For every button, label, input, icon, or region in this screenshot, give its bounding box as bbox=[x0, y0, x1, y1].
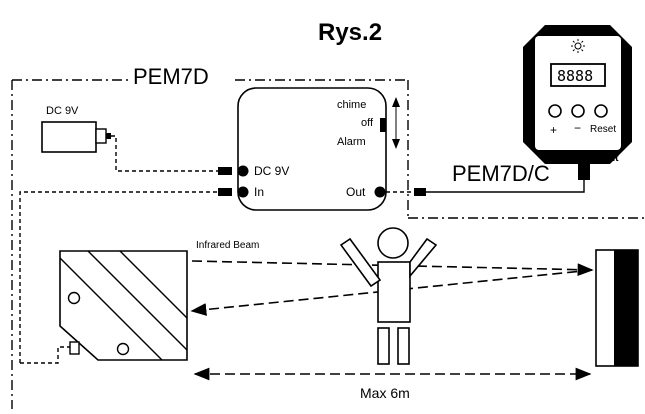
power-cable bbox=[111, 135, 218, 172]
distance-label: Max 6m bbox=[360, 385, 410, 401]
sensor-lens-icon bbox=[67, 291, 81, 305]
port-label-in: In bbox=[254, 185, 264, 199]
dc-plug-icon bbox=[218, 167, 232, 175]
port-label-out: Out bbox=[346, 185, 366, 199]
dc-jack-icon bbox=[237, 165, 249, 177]
person-figure bbox=[339, 227, 438, 365]
sensor-cable bbox=[20, 346, 70, 364]
port-label-dc: DC 9V bbox=[254, 164, 289, 178]
controller-plug-icon bbox=[578, 158, 590, 180]
out-jack-icon bbox=[374, 186, 386, 198]
sensor-screw-icon bbox=[116, 342, 130, 356]
controller-input-label: input bbox=[594, 153, 619, 164]
reflector bbox=[595, 249, 639, 367]
switch-label-chime: chime bbox=[337, 99, 366, 111]
reset-button[interactable] bbox=[594, 104, 608, 118]
switch-label-alarm: Alarm bbox=[337, 136, 366, 148]
controller bbox=[523, 25, 632, 180]
switch-label-off: off bbox=[361, 117, 374, 129]
controller-display bbox=[550, 63, 606, 87]
beam-label: Infrared Beam bbox=[196, 240, 259, 251]
power-supply bbox=[41, 121, 111, 153]
figure-title: Rys.2 bbox=[318, 19, 382, 46]
display-digits: 8888 bbox=[557, 67, 593, 85]
system-label: PEM7D bbox=[133, 64, 209, 89]
main-unit bbox=[237, 87, 387, 211]
minus-button[interactable] bbox=[571, 104, 585, 118]
plus-button[interactable] bbox=[548, 104, 562, 118]
plus-button-label: + bbox=[550, 123, 557, 137]
controller-cable bbox=[426, 180, 585, 193]
input-plug-icon bbox=[218, 188, 232, 196]
power-supply-label: DC 9V bbox=[46, 105, 79, 117]
reset-button-label: Reset bbox=[590, 124, 616, 135]
ir-sensor bbox=[59, 250, 188, 361]
controller-label: PEM7D/C bbox=[452, 161, 550, 186]
system-boundary bbox=[11, 79, 645, 409]
minus-button-label: − bbox=[574, 121, 581, 135]
in-jack-icon bbox=[237, 186, 249, 198]
input-cable bbox=[19, 191, 218, 363]
out-plug-icon bbox=[414, 188, 426, 196]
mode-switch[interactable] bbox=[380, 118, 386, 132]
sun-icon bbox=[571, 39, 585, 53]
